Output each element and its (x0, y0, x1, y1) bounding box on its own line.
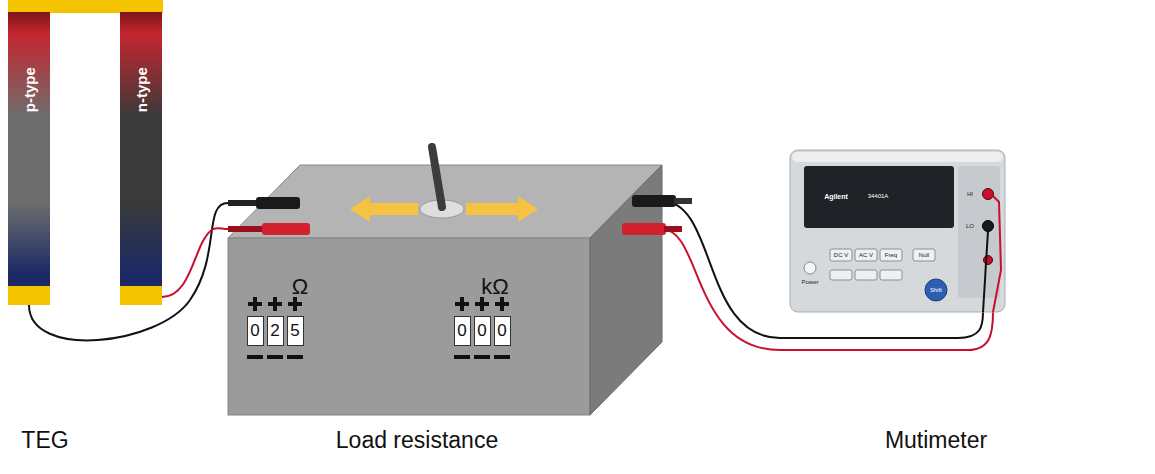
plug-tip (228, 226, 264, 232)
digit: 2 (270, 321, 279, 341)
terminal-black (983, 221, 994, 232)
meter-button (830, 249, 852, 261)
meter-button (880, 270, 902, 280)
panel-label: Freq (885, 252, 897, 259)
p-type-leg: p-type (8, 12, 50, 305)
digit-window: 0 (474, 316, 491, 346)
meter-top-bevel (792, 152, 1003, 162)
wire (162, 228, 228, 297)
digit-window: 0 (494, 316, 511, 346)
wire-stub (993, 196, 1001, 312)
power-button (804, 262, 816, 274)
plug-tip (664, 226, 682, 232)
panel-label: DC V (834, 252, 848, 259)
digit-window: 5 (287, 316, 304, 346)
panel-label: AC V (859, 252, 873, 259)
digit-window: 2 (267, 316, 284, 346)
red-plug (262, 223, 310, 235)
n-type-leg: n-type (120, 12, 162, 305)
shift-button (925, 279, 947, 301)
slide-arrow (350, 196, 418, 222)
minus-sign (267, 355, 283, 359)
component-label: Load resistance (336, 427, 498, 453)
plus-sign (273, 297, 277, 311)
multimeter-drawing (790, 150, 1005, 312)
meter-button (855, 270, 877, 280)
load-resistance-box: ΩkΩ025000 (228, 165, 662, 415)
black-plug (632, 195, 676, 207)
digit: 0 (457, 321, 466, 341)
meter-button (880, 249, 902, 261)
meter-button (913, 249, 935, 261)
meter-button (855, 249, 877, 261)
leg-label: p-type (20, 68, 37, 113)
plug-tip (674, 198, 692, 204)
digit: 0 (250, 321, 259, 341)
slide-arrow (466, 196, 538, 222)
plus-sign (253, 297, 257, 311)
meter-display (804, 166, 954, 228)
component-label: TEG (21, 427, 68, 453)
digit: 5 (290, 321, 299, 341)
multimeter: Agilent 34401A Power DC V AC V Freq NullShift H… (790, 150, 1005, 312)
black-plug (256, 197, 300, 209)
knob-lever (432, 147, 442, 207)
wire-stub (983, 231, 988, 312)
panel-label: 34401A (868, 193, 889, 200)
terminal-red (984, 256, 993, 265)
meter-body (790, 150, 1005, 312)
panel-label: Agilent (824, 193, 848, 201)
panel-label: Null (919, 252, 929, 259)
meter-button (830, 270, 852, 280)
terminal-red (983, 189, 994, 200)
plug-tip (228, 200, 258, 206)
unit-label: kΩ (481, 274, 508, 299)
panel-label: LO (966, 223, 974, 230)
minus-sign (247, 355, 263, 359)
minus-sign (287, 355, 303, 359)
red-plug (622, 223, 666, 235)
minus-sign (454, 355, 470, 359)
meter-terminal-panel (958, 166, 1000, 298)
digit: 0 (497, 321, 506, 341)
digit-window: 0 (454, 316, 471, 346)
leg-label: n-type (132, 68, 149, 113)
minus-sign (494, 355, 510, 359)
unit-label: Ω (292, 274, 308, 299)
panel-label: Shift (930, 287, 942, 294)
digit-window: 0 (247, 316, 264, 346)
component-label: Mutimeter (885, 427, 987, 453)
digit: 0 (477, 321, 486, 341)
panel-label: Power (801, 279, 818, 286)
minus-sign (474, 355, 490, 359)
plus-sign (460, 297, 464, 311)
panel-label: HI (967, 191, 973, 198)
box-front-face (228, 238, 590, 415)
